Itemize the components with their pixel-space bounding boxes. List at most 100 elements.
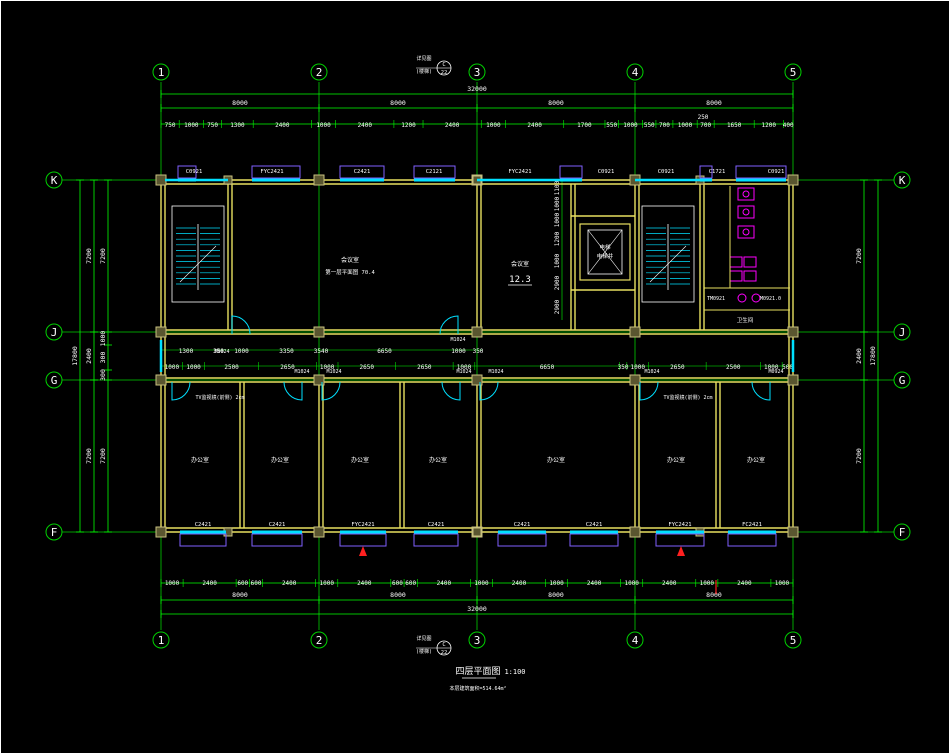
column (629, 526, 641, 538)
dim-detail-bottom-label: 1000 (775, 580, 790, 587)
axis-label-h: F (899, 526, 906, 539)
dim-detail-top-label: 1200 (762, 122, 777, 129)
rooms (171, 186, 790, 594)
axis-label-v: 2 (316, 634, 323, 647)
toilet-stall (737, 187, 755, 201)
dim-stair-right-label: 1200 (554, 231, 561, 246)
dim-corridor-lower-label: 6650 (540, 364, 555, 371)
dim-overall-bottom-label: 32000 (467, 605, 487, 613)
column (313, 174, 325, 186)
dim-detail-top-label: 400 (783, 122, 794, 129)
axis-bubble (152, 63, 170, 81)
axis-label-h: K (51, 174, 58, 187)
column-secondary (472, 527, 482, 537)
entrance-arrow (677, 546, 685, 556)
window-tag-top: C1721 (709, 169, 726, 175)
room-name-office: 办公室 (747, 456, 765, 464)
dim-right-mid-label: 7200 (855, 448, 863, 464)
dim-corridor-lower-label: 2500 (224, 364, 239, 371)
window-tag-top: C0921 (658, 169, 675, 175)
dim-detail-top-label: 1000 (316, 122, 331, 129)
axis-bubble (152, 631, 170, 649)
room-name-east: 会议室 (511, 260, 529, 268)
axis-label-v: 4 (632, 634, 639, 647)
drawing-scale: 1:100 (504, 668, 525, 676)
dim-bays-bottom-label: 8000 (706, 591, 722, 599)
dim-left-mid-label: 2400 (85, 348, 93, 364)
axis-label-v: 2 (316, 66, 323, 79)
dim-detail-top-label: 550 (606, 122, 617, 129)
dim-stair-right-label: 2900 (554, 275, 561, 290)
dim-left-mid-label: 7200 (85, 248, 93, 264)
door-tag: M1024 (450, 337, 465, 343)
dim-corridor-upper-label: 3540 (314, 348, 329, 355)
dim-stair-right-label: 1000 (554, 212, 561, 227)
window-tag-bottom: C2421 (514, 522, 531, 528)
room-name-office: 办公室 (191, 456, 209, 464)
dim-stair-right-label: 1100 (554, 180, 561, 195)
dim-left-mid-label: 7200 (85, 448, 93, 464)
axis-bubble (468, 63, 486, 81)
drawing-title: 四层平面图 (455, 666, 500, 677)
column (787, 526, 799, 538)
door-swing (231, 315, 251, 335)
dim-corridor-upper-label: 6650 (377, 348, 392, 355)
dim-bays-bottom-label: 8000 (390, 591, 406, 599)
column (313, 326, 325, 338)
column (471, 374, 483, 386)
column (155, 174, 167, 186)
dim-corridor-lower-label: 1000 (764, 364, 779, 371)
dim-detail-bottom-label: 1000 (165, 580, 180, 587)
wash-basin (737, 293, 747, 303)
dim-corridor-lower-label: 2650 (670, 364, 685, 371)
stair-west-break (179, 245, 217, 283)
dim-stair-right-label: 2900 (554, 299, 561, 314)
room-name-office: 办公室 (429, 456, 447, 464)
axis-bubble (310, 63, 328, 81)
room-name-office: 办公室 (351, 456, 369, 464)
dim-corridor-lower-label: 2650 (280, 364, 295, 371)
column (155, 326, 167, 338)
dim-detail-top-label: 2400 (527, 122, 542, 129)
column (155, 526, 167, 538)
window-bay-top (251, 165, 301, 179)
dim-detail-bottom-label: 600 (237, 580, 248, 587)
window-bay-bottom (179, 533, 227, 547)
door-tag: M1024 (456, 369, 471, 375)
column (629, 374, 641, 386)
dim-bays-bottom-label: 8000 (232, 591, 248, 599)
window-bay-bottom (655, 533, 705, 547)
door-tag: M0924 (768, 369, 783, 375)
elevator-cross-b (587, 229, 623, 275)
dim-left-inner-label: 7200 (99, 248, 107, 264)
dim-detail-top-label: 700 (700, 122, 711, 129)
stair-east (641, 205, 695, 303)
axis-bubble (784, 631, 802, 649)
toilet-stall-south (743, 256, 757, 268)
column (313, 526, 325, 538)
column (787, 174, 799, 186)
door-swing (171, 381, 191, 401)
toilet-stall-south (743, 270, 757, 282)
elevator-car (587, 229, 623, 275)
axis-label-v: 5 (790, 634, 797, 647)
window-bay-top (413, 165, 456, 179)
dim-corridor-upper-label: 350 (473, 348, 484, 355)
window-bay-top (735, 165, 787, 179)
dim-corridor-lower-label: 2650 (360, 364, 375, 371)
elevator-label: 电梯 (599, 243, 611, 251)
room-name-meeting: 会议室 (341, 256, 359, 264)
door-swing (283, 381, 303, 401)
dim-corridor-upper-label: 1000 (451, 348, 466, 355)
dim-detail-bottom-label: 2400 (737, 580, 752, 587)
dim-corridor-lower-label: 1000 (320, 364, 335, 371)
window-tag-top: C0921 (186, 169, 203, 175)
axis-bubble (893, 323, 911, 341)
door-tag: M1024 (294, 369, 309, 375)
window-tag-bottom: C2421 (269, 522, 286, 528)
dim-detail-top-label: 1200 (401, 122, 416, 129)
axis-bubble (468, 631, 486, 649)
dim-detail-top-label: 1650 (727, 122, 742, 129)
dim-detail-bottom-label: 2400 (587, 580, 602, 587)
axis-label-v: 3 (474, 634, 481, 647)
